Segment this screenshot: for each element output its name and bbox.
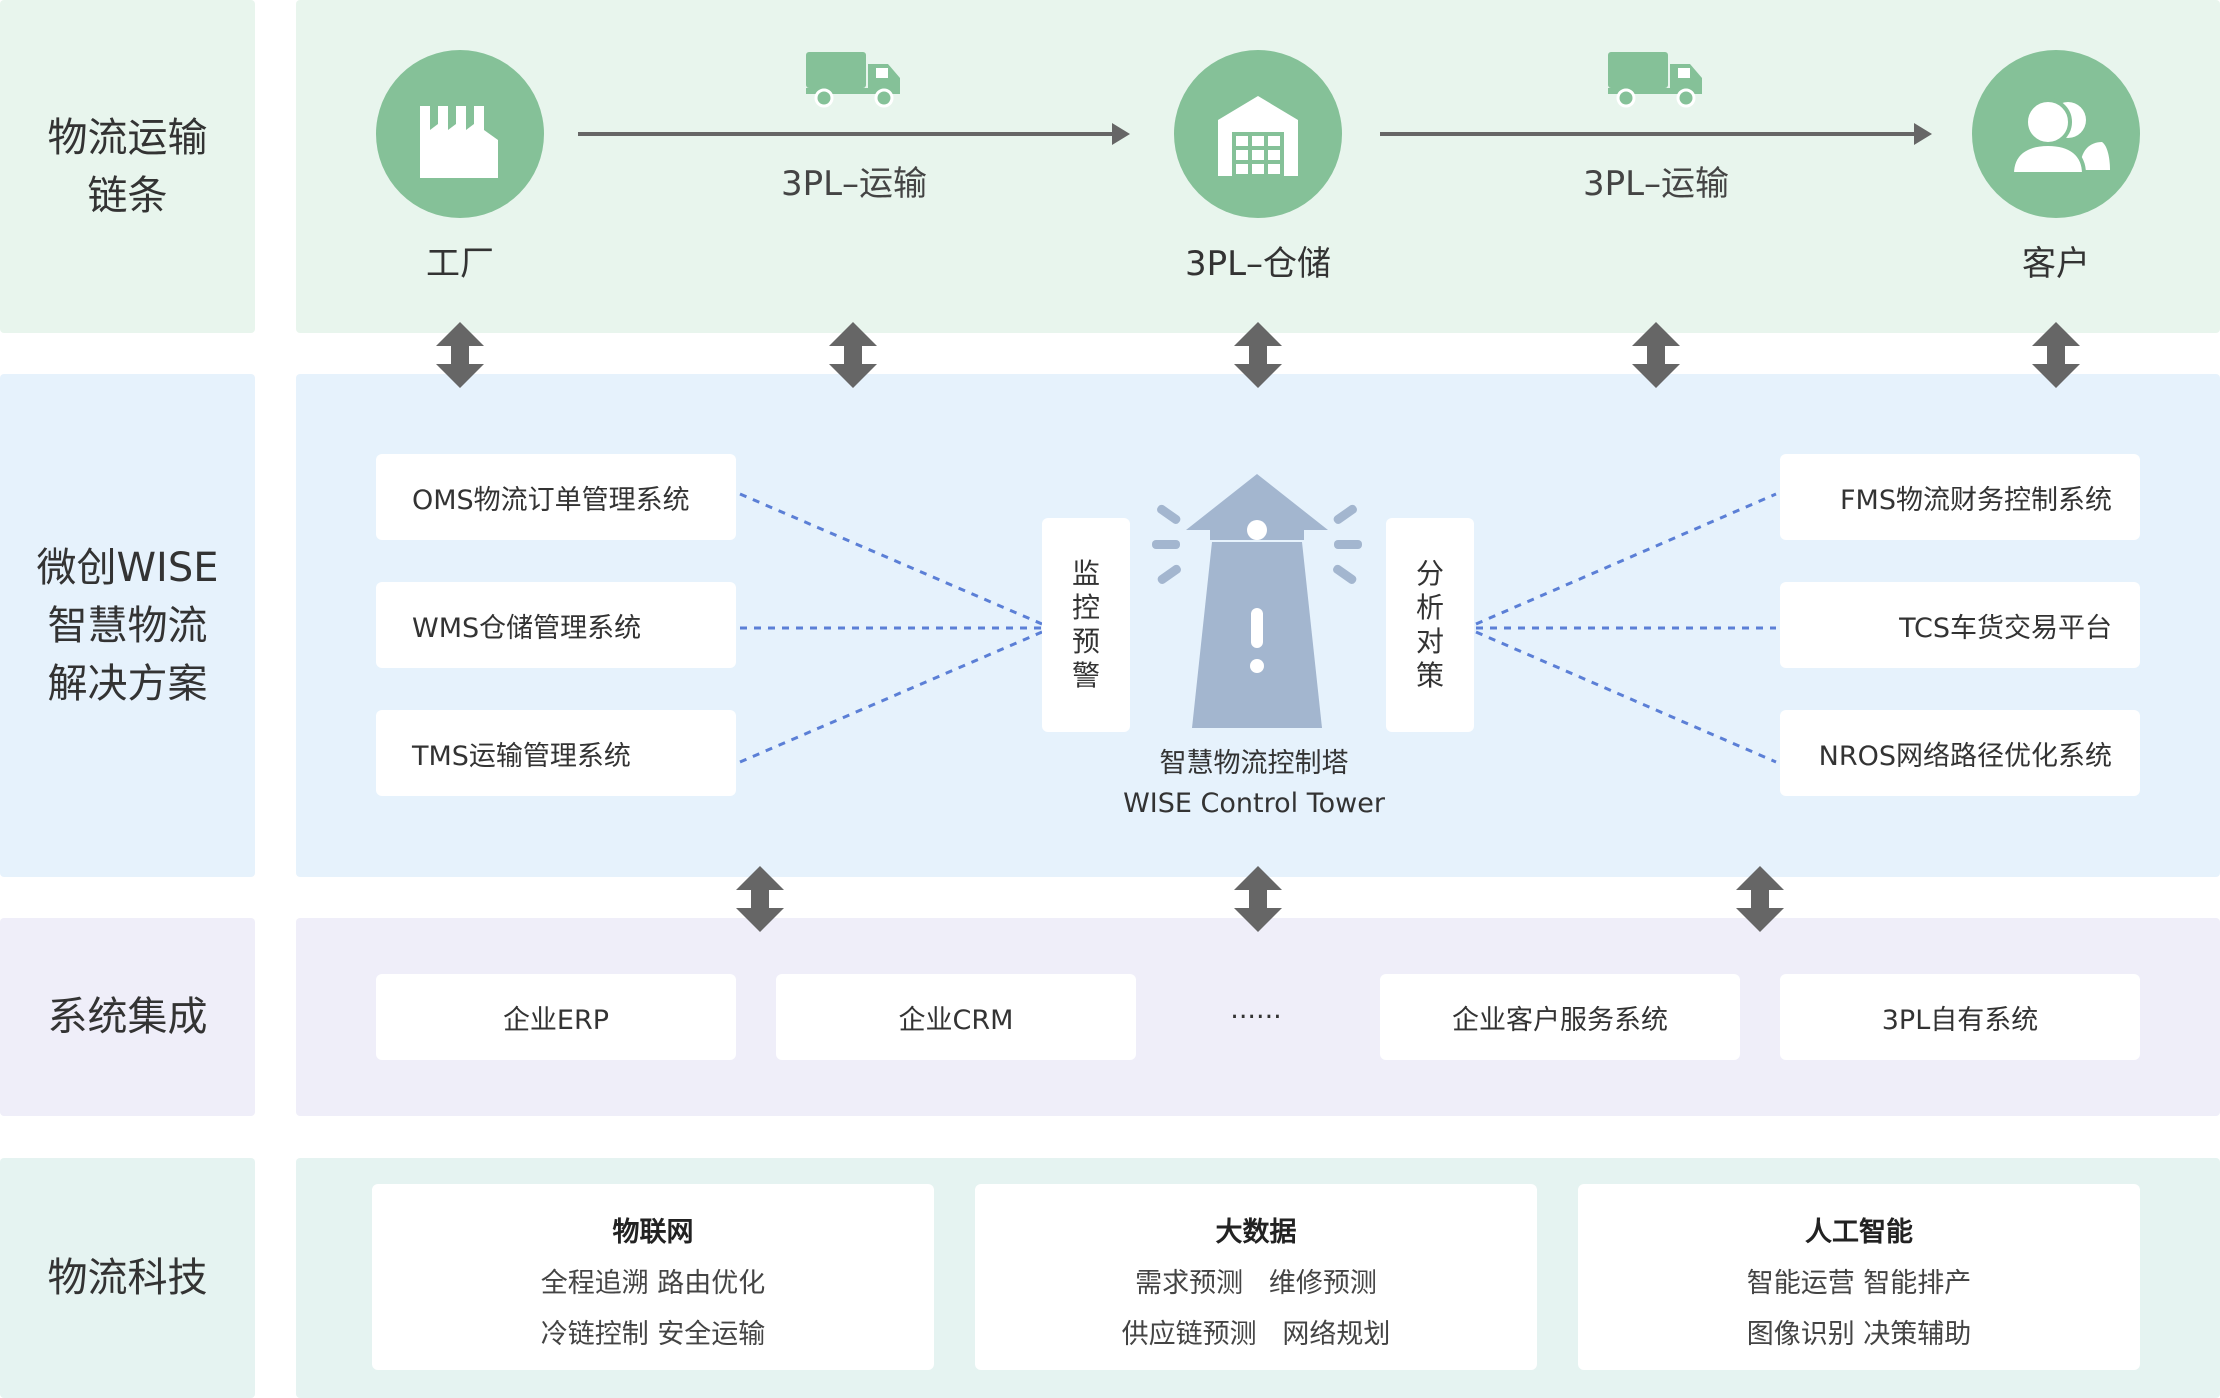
system-card-nros: NROS网络路径优化系统 [1780, 710, 2140, 796]
warehouse-node [1174, 50, 1342, 218]
row-label-line: 物流运输 [47, 114, 208, 161]
lighthouse-icon [1152, 474, 1362, 728]
customer-label: 客户 [2022, 244, 2090, 284]
factory-icon [420, 106, 498, 178]
control-tower-caption: 智慧物流控制塔 WISE Control Tower [1054, 744, 1454, 824]
tech-card-line: 需求预测 维修预测 [1135, 1268, 1377, 1299]
row-label-line: 微创WISE [36, 544, 219, 591]
monitor-alert-tag: 监 控 预 警 [1042, 518, 1130, 732]
warehouse-label: 3PL–仓储 [1184, 244, 1332, 284]
analysis-strategy-tag: 分 析 对 策 [1386, 518, 1474, 732]
row-label-chain: 物流运输链条 [0, 0, 255, 333]
tag-char: 警 [1071, 659, 1100, 692]
tech-card-line: 图像识别 决策辅助 [1746, 1319, 1972, 1350]
tag-char: 预 [1071, 625, 1100, 658]
row-label-line: 智慧物流 [47, 602, 208, 649]
solution-to-integration-arrows [736, 866, 1784, 932]
tech-card-line: 智能运营 智能排产 [1746, 1268, 1972, 1299]
tech-card-title: 物联网 [612, 1217, 694, 1248]
customers-icon [2009, 98, 2110, 176]
row-label-line: 系统集成 [47, 994, 208, 1040]
control-tower-title: 智慧物流控制塔 [1159, 748, 1349, 779]
truck-icon [806, 52, 900, 108]
tag-char: 析 [1415, 591, 1444, 624]
tech-card-bigdata: 大数据 需求预测 维修预测 供应链预测 网络规划 [975, 1184, 1537, 1370]
customer-node [1972, 50, 2140, 218]
flow-label-transport: 3PL–运输 [780, 164, 928, 204]
tag-char: 策 [1415, 659, 1444, 692]
system-card-fms: FMS物流财务控制系统 [1780, 454, 2140, 540]
row-label-line: 链条 [87, 172, 168, 219]
tag-char: 分 [1415, 557, 1444, 590]
integration-card-3pl: 3PL自有系统 [1780, 974, 2140, 1060]
factory-node [376, 50, 544, 218]
integration-card-crm: 企业CRM [776, 974, 1136, 1060]
warehouse-icon [1218, 96, 1298, 176]
connector-lines [739, 492, 1777, 764]
factory-label: 工厂 [426, 244, 494, 284]
tag-char: 对 [1415, 625, 1444, 658]
system-card-oms: OMS物流订单管理系统 [376, 454, 736, 540]
integration-card-erp: 企业ERP [376, 974, 736, 1060]
row-label-integration: 系统集成 [0, 918, 255, 1116]
row-label-tech: 物流科技 [0, 1158, 255, 1398]
system-card-wms: WMS仓储管理系统 [376, 582, 736, 668]
tech-card-line: 全程追溯 路由优化 [540, 1268, 766, 1299]
row-label-line: 解决方案 [47, 660, 208, 707]
tech-card-line: 供应链预测 网络规划 [1121, 1319, 1391, 1350]
control-tower-subtitle: WISE Control Tower [1123, 788, 1385, 819]
system-card-tms: TMS运输管理系统 [376, 710, 736, 796]
tech-card-title: 大数据 [1215, 1217, 1297, 1248]
tech-card-line: 冷链控制 安全运输 [540, 1319, 766, 1350]
tag-char: 监 [1071, 557, 1100, 590]
row-label-line: 物流科技 [47, 1255, 208, 1301]
tech-card-title: 人工智能 [1805, 1217, 1913, 1248]
integration-ellipsis: ...... [1230, 994, 1282, 1025]
chain-to-solution-arrows [436, 322, 2080, 388]
integration-card-customer-service: 企业客户服务系统 [1380, 974, 1740, 1060]
tech-card-iot: 物联网 全程追溯 路由优化 冷链控制 安全运输 [372, 1184, 934, 1370]
chain-flow-arrows [578, 123, 1932, 145]
row-label-solution: 微创WISE 智慧物流解决方案 [0, 374, 255, 877]
flow-label-transport: 3PL–运输 [1582, 164, 1730, 204]
tech-card-ai: 人工智能 智能运营 智能排产 图像识别 决策辅助 [1578, 1184, 2140, 1370]
truck-icon [1608, 52, 1702, 108]
system-card-tcs: TCS车货交易平台 [1780, 582, 2140, 668]
tag-char: 控 [1071, 591, 1100, 624]
